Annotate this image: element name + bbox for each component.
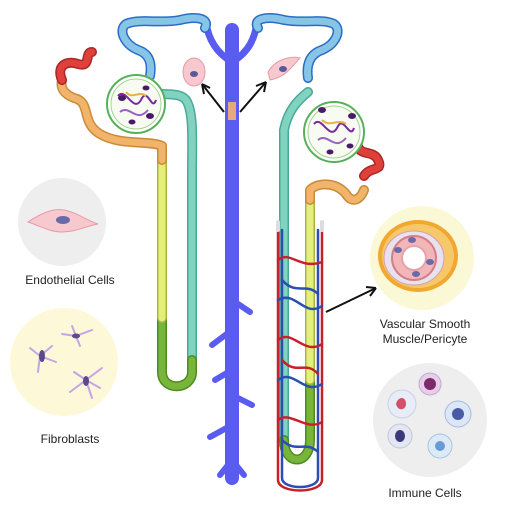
collecting-duct <box>202 18 261 485</box>
arrow-icon <box>325 286 377 313</box>
right-nephron <box>251 13 385 465</box>
vasa-recta <box>276 220 324 492</box>
duct-marker <box>228 102 236 120</box>
endothelial-cells-label: Endothelial Cells <box>25 273 115 287</box>
vascular-smooth-muscle-label: Vascular Smooth Muscle/Pericyte <box>379 317 471 346</box>
immune-cell-icon <box>387 372 472 459</box>
immune-cells-label: Immune Cells <box>388 486 462 500</box>
fibroblasts-label: Fibroblasts <box>40 432 100 446</box>
fibroblast-bg-circle <box>10 308 118 416</box>
fibroblast-icon <box>29 325 103 399</box>
endothelial-cell-icon <box>26 209 99 233</box>
glomerulus-icon <box>303 101 365 163</box>
glomerulus-icon <box>106 74 166 134</box>
endothelial-cell-icon <box>182 57 206 87</box>
endothelial-cell-icon <box>267 56 301 81</box>
arrow-icon <box>201 81 267 113</box>
smooth-muscle-vessel-icon <box>378 220 458 292</box>
